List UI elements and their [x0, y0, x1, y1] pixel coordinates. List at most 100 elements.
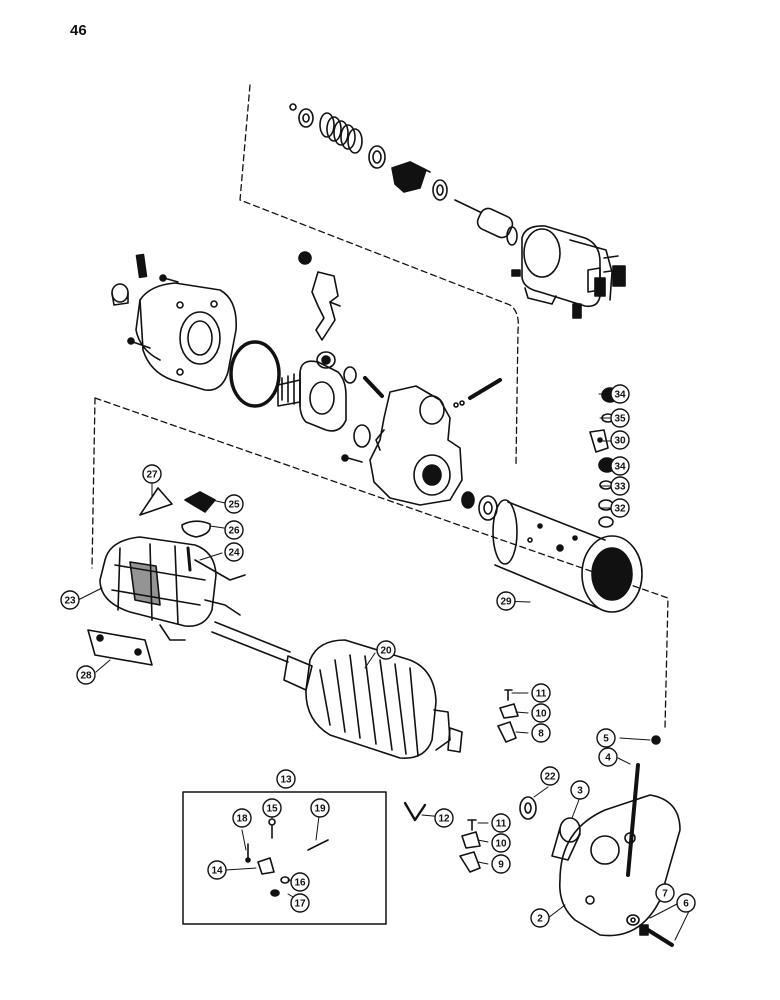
- callout-32: 32: [610, 498, 630, 518]
- callout-circle: [531, 683, 551, 703]
- callout-number: 10: [535, 709, 547, 720]
- plunger-parts: [289, 103, 518, 246]
- callout-circle: [596, 728, 616, 748]
- callout-number: 23: [64, 596, 76, 607]
- callout-number: 20: [380, 646, 392, 657]
- callout-number: 25: [228, 500, 240, 511]
- callout-circle: [598, 747, 618, 767]
- callout-30: 30: [610, 430, 630, 450]
- callout-number: 14: [211, 866, 223, 877]
- callout-23: 23: [60, 590, 80, 610]
- brush-hardware-lower: [403, 801, 481, 873]
- callout-circle: [531, 723, 551, 743]
- callout-number: 29: [500, 597, 512, 608]
- callout-9: 9: [491, 854, 511, 874]
- callout-22: 22: [540, 766, 560, 786]
- callout-number: 2: [537, 914, 543, 925]
- callout-circle: [224, 542, 244, 562]
- callout-number: 22: [544, 772, 556, 783]
- end-frame-parts: [519, 735, 681, 947]
- callout-number: 6: [683, 899, 689, 910]
- callout-number: 28: [80, 671, 92, 682]
- callout-12: 12: [434, 808, 454, 828]
- callout-4: 4: [598, 747, 618, 767]
- callout-circle: [60, 590, 80, 610]
- callout-number: 34: [614, 390, 626, 401]
- callout-circle: [376, 640, 396, 660]
- callout-17: 17: [290, 893, 310, 913]
- callout-number: 17: [294, 899, 306, 910]
- field-frame: [492, 499, 643, 613]
- callout-circle: [207, 860, 227, 880]
- callout-number: 33: [614, 482, 626, 493]
- callout-20: 20: [376, 640, 396, 660]
- callout-circle: [496, 591, 516, 611]
- callout-number: 4: [605, 753, 611, 764]
- callout-10: 10: [531, 703, 551, 723]
- callout-number: 3: [577, 786, 583, 797]
- callout-6: 6: [676, 893, 696, 913]
- callout-5: 5: [596, 728, 616, 748]
- callout-circle: [142, 464, 162, 484]
- drive-pinion: [277, 360, 347, 432]
- callout-16: 16: [290, 872, 310, 892]
- callout-18: 18: [232, 808, 252, 828]
- callout-number: 11: [496, 819, 507, 830]
- callout-number: 26: [228, 526, 240, 537]
- callout-26: 26: [224, 520, 244, 540]
- callout-number: 34: [614, 462, 626, 473]
- callout-circle: [276, 769, 296, 789]
- insulator-washers: [139, 487, 216, 538]
- callout-circle: [610, 456, 630, 476]
- callout-circle: [491, 854, 511, 874]
- center-housing: [341, 378, 502, 506]
- frame-washers: [461, 491, 498, 521]
- callout-circle: [491, 813, 511, 833]
- callout-number: 8: [538, 729, 544, 740]
- callout-35: 35: [610, 408, 630, 428]
- callout-10: 10: [491, 833, 511, 853]
- callout-19: 19: [310, 798, 330, 818]
- callout-circle: [610, 408, 630, 428]
- callout-circle: [290, 872, 310, 892]
- callout-circle: [610, 430, 630, 450]
- solenoid-switch: [511, 225, 626, 319]
- callout-circle: [676, 893, 696, 913]
- callout-number: 9: [498, 860, 504, 871]
- callout-circle: [530, 908, 550, 928]
- brush-plate: [87, 629, 153, 666]
- callout-circle: [224, 520, 244, 540]
- callout-24: 24: [224, 542, 244, 562]
- field-coils: [99, 536, 246, 641]
- callout-14: 14: [207, 860, 227, 880]
- callout-7: 7: [655, 883, 675, 903]
- callout-11: 11: [531, 683, 551, 703]
- callout-29: 29: [496, 591, 516, 611]
- callout-circle: [76, 665, 96, 685]
- callout-3: 3: [570, 780, 590, 800]
- frame-group-outline: [91, 397, 669, 729]
- callout-number: 35: [614, 414, 626, 425]
- callout-28: 28: [76, 665, 96, 685]
- callout-11: 11: [491, 813, 511, 833]
- solenoid-group-outline: [239, 84, 519, 466]
- callout-13: 13: [276, 769, 296, 789]
- callout-number: 32: [614, 504, 626, 515]
- callout-circle: [610, 498, 630, 518]
- callout-number: 15: [266, 804, 278, 815]
- callout-circle: [610, 476, 630, 496]
- armature: [211, 621, 463, 759]
- callout-circle: [310, 798, 330, 818]
- plunger-spring: [319, 112, 363, 154]
- gasket-ring: [229, 340, 281, 408]
- callout-34: 34: [610, 384, 630, 404]
- callout-circle: [434, 808, 454, 828]
- callout-circle: [655, 883, 675, 903]
- page-number: 46: [70, 22, 87, 39]
- callout-circle: [491, 833, 511, 853]
- callout-number: 19: [314, 804, 326, 815]
- callout-25: 25: [224, 494, 244, 514]
- callout-number: 16: [294, 878, 306, 889]
- callout-number: 24: [228, 548, 240, 559]
